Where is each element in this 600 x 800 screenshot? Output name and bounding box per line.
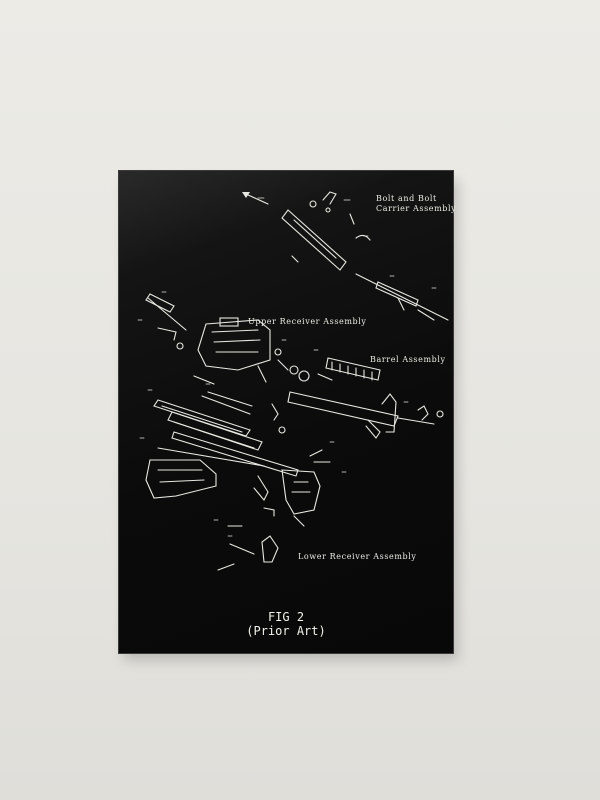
- bolt-carrier-group: [242, 191, 449, 321]
- lower-receiver: [145, 431, 331, 571]
- exploded-view-drawing: [137, 191, 449, 571]
- barrel-assembly: [287, 357, 444, 439]
- lower-receiver-label: Lower Receiver Assembly: [298, 552, 417, 561]
- figure-number: FIG 2: [267, 610, 305, 624]
- upper-receiver-label: Upper Receiver Assembly: [248, 317, 367, 326]
- part-number-marks: [137, 197, 437, 537]
- bolt-assembly-label: Bolt and Bolt Carrier Assembly: [376, 194, 457, 213]
- handguards: [153, 391, 286, 451]
- figure-caption: FIG 2 (Prior Art): [218, 610, 354, 638]
- figure-note: (Prior Art): [246, 624, 326, 638]
- barrel-assembly-label: Barrel Assembly: [370, 355, 446, 364]
- upper-receiver: [145, 293, 289, 385]
- poster: Bolt and Bolt Carrier Assembly Upper Rec…: [118, 170, 456, 654]
